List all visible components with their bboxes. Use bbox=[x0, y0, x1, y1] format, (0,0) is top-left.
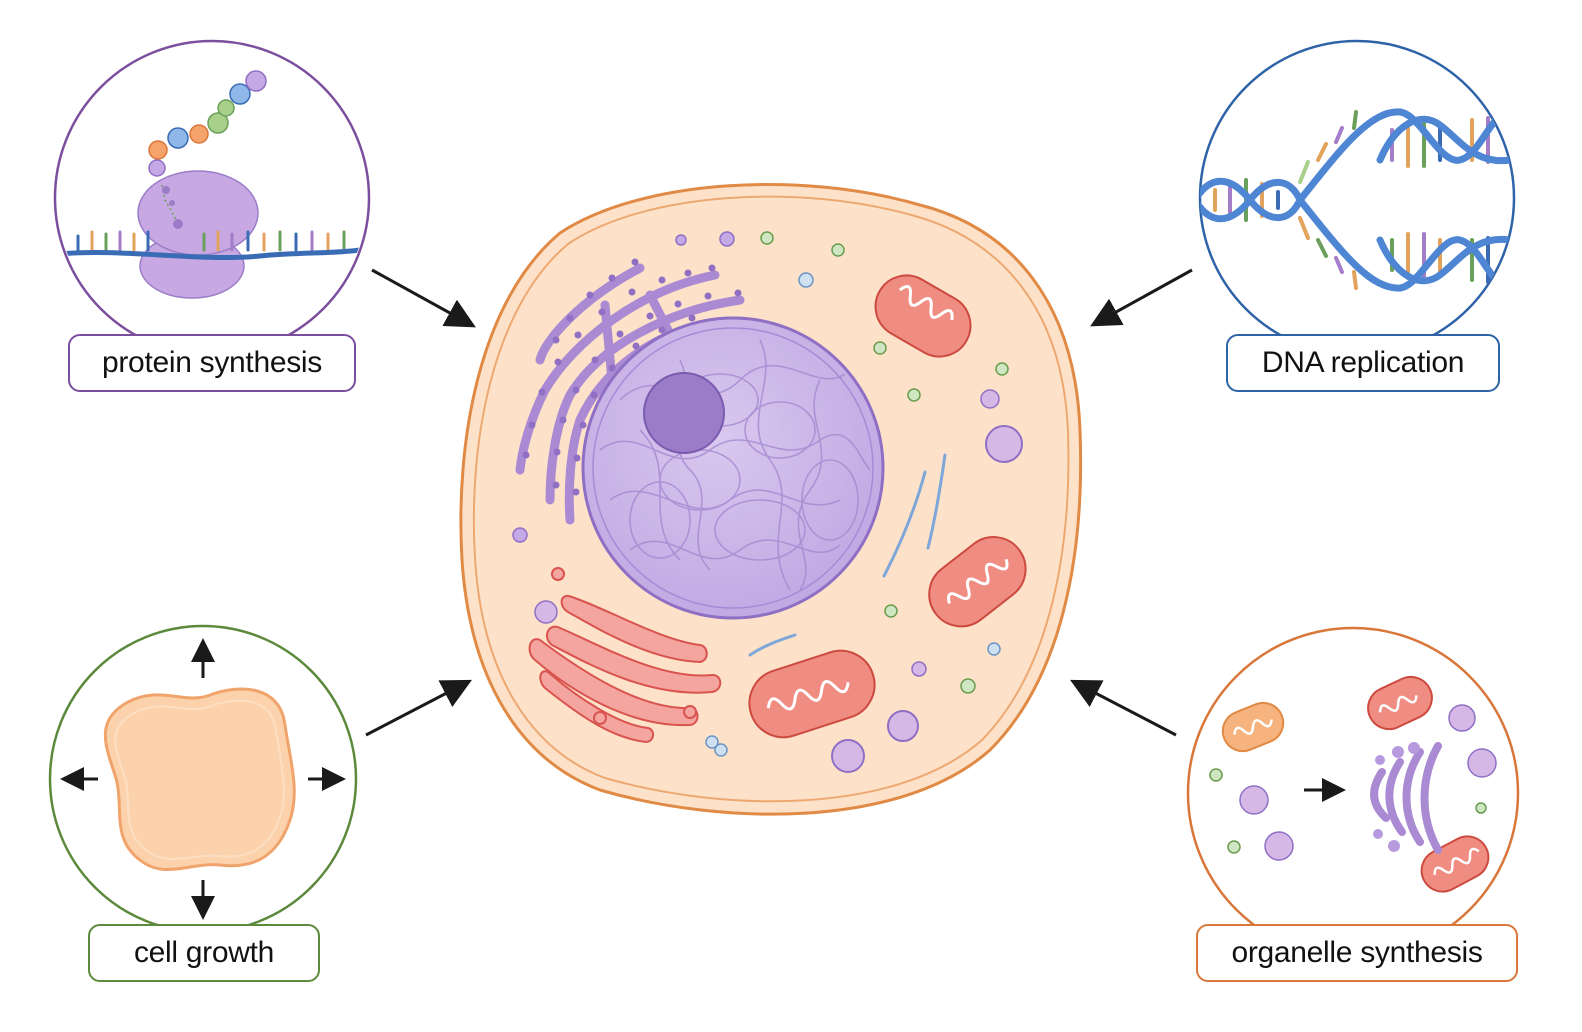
chromatin bbox=[599, 339, 871, 591]
mitochondrion-3 bbox=[748, 649, 876, 739]
arrow-organelle-to-cell bbox=[1070, 679, 1177, 737]
central-cell bbox=[459, 182, 1083, 816]
microtubules bbox=[748, 453, 947, 657]
dna-backbones bbox=[1200, 106, 1514, 294]
dna-base-pairs bbox=[1213, 110, 1490, 290]
mrna-bases bbox=[76, 230, 346, 252]
label-cell-growth: cell growth bbox=[88, 924, 320, 982]
nucleus bbox=[581, 316, 885, 620]
amino-acid-chain bbox=[148, 70, 267, 177]
vesicles bbox=[512, 231, 1023, 773]
new-golgi bbox=[1370, 742, 1442, 854]
label-organelle-synthesis: organelle synthesis bbox=[1196, 924, 1518, 982]
mitochondrion-1 bbox=[874, 274, 972, 358]
arrow-growth-to-cell bbox=[365, 679, 472, 737]
label-protein-synthesis: protein synthesis bbox=[68, 334, 356, 392]
mrna-strand bbox=[57, 247, 363, 261]
dna-replication-panel bbox=[1198, 39, 1516, 357]
small-mitochondrion bbox=[1221, 701, 1285, 753]
ribosome-dots bbox=[522, 258, 742, 496]
mitochondrion-large-1 bbox=[1367, 675, 1433, 731]
arrow-protein-to-cell bbox=[371, 268, 476, 328]
arrow-dna-to-cell bbox=[1090, 268, 1193, 327]
nucleolus bbox=[643, 372, 725, 454]
growing-cell bbox=[103, 687, 296, 872]
ribosome-large-subunit bbox=[137, 170, 259, 256]
label-dna-replication: DNA replication bbox=[1226, 334, 1500, 392]
protein-synthesis-panel bbox=[53, 39, 371, 357]
organelle-synthesis-panel bbox=[1186, 626, 1520, 960]
golgi-apparatus bbox=[528, 567, 722, 744]
mitochondrion-2 bbox=[928, 536, 1027, 628]
cell-growth-panel bbox=[48, 624, 358, 934]
